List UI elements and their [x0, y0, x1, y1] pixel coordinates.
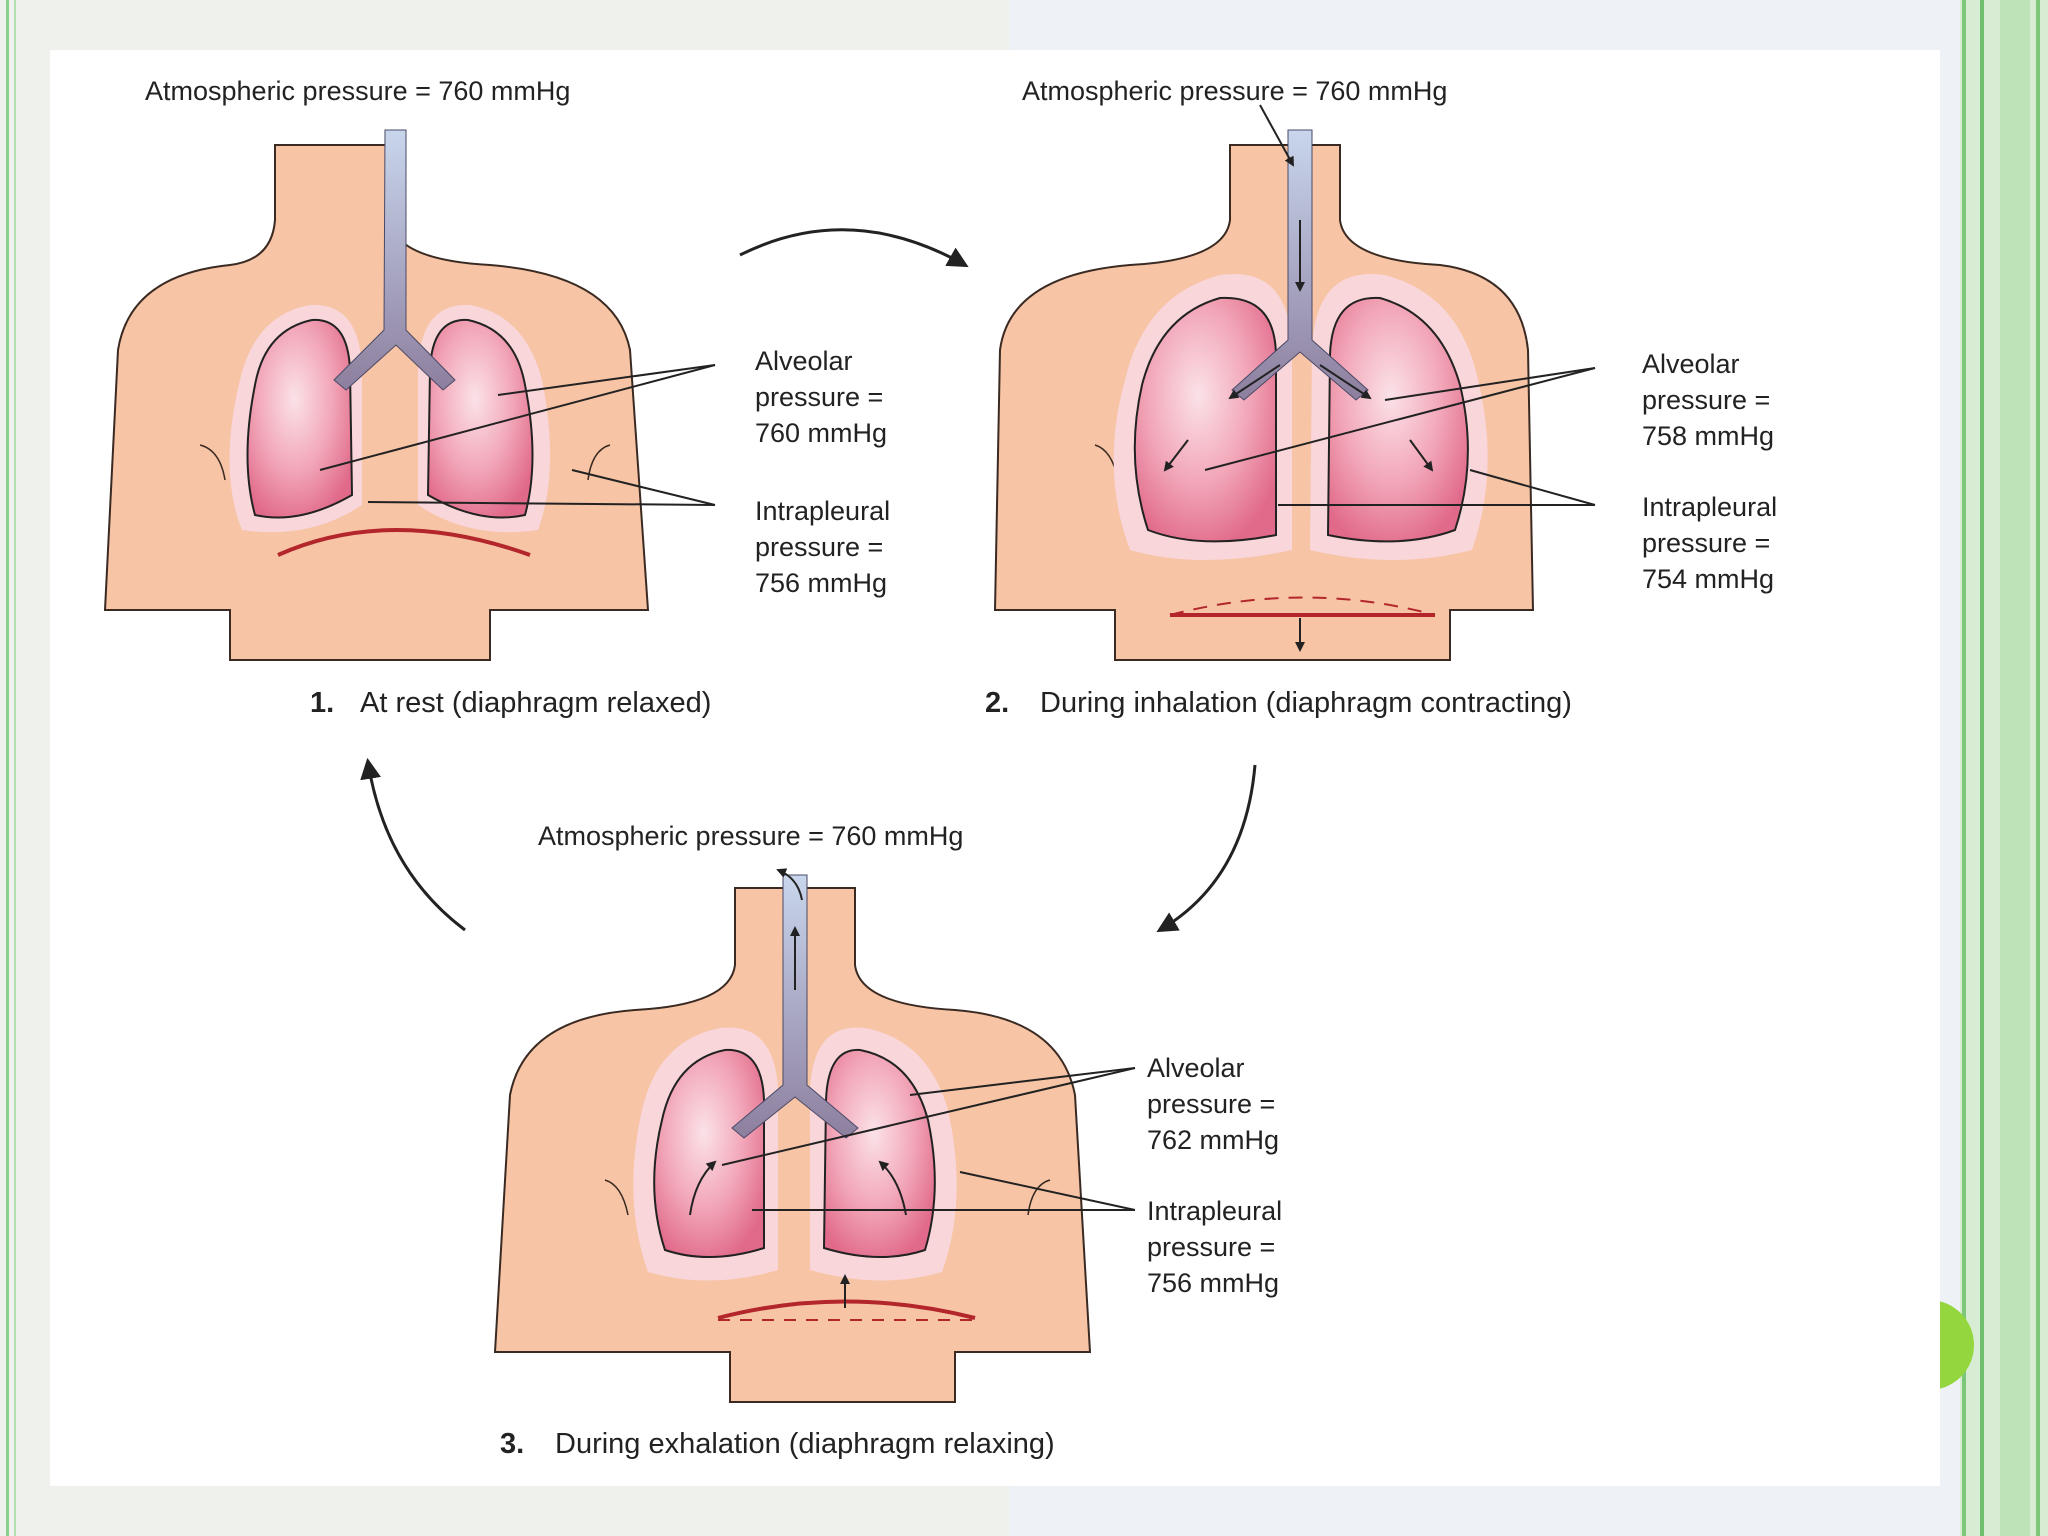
caption-number-3: 3. — [500, 1428, 524, 1460]
alveolar-label-2b: pressure = — [1642, 385, 1770, 415]
lung-left-3 — [653, 1048, 765, 1259]
intrapleural-label-3c: 756 mmHg — [1147, 1268, 1279, 1298]
breathing-diagram: Atmospheric pressure = 760 mmHg Alveolar… — [103, 76, 1777, 1460]
caption-number-1: 1. — [310, 687, 334, 719]
alveolar-label-2c: 758 mmHg — [1642, 421, 1774, 451]
alveolar-label-3c: 762 mmHg — [1147, 1125, 1279, 1155]
intrapleural-label-3a: Intrapleural — [1147, 1196, 1282, 1226]
cycle-arrow-2-to-3 — [1156, 764, 1257, 933]
caption-1: At rest (diaphragm relaxed) — [360, 687, 711, 719]
diaphragm-2-prev — [1169, 596, 1436, 616]
atmospheric-label-2: Atmospheric pressure = 760 mmHg — [1022, 76, 1447, 106]
trachea-3 — [731, 874, 859, 1139]
alveolar-label-3a: Alveolar — [1147, 1053, 1245, 1083]
intrapleural-label-2a: Intrapleural — [1642, 492, 1777, 522]
caption-number-2: 2. — [985, 687, 1009, 719]
slide-border-right — [1960, 0, 2048, 1536]
intrapleural-label-3b: pressure = — [1147, 1232, 1275, 1262]
intrapleural-label-2b: pressure = — [1642, 528, 1770, 558]
alveolar-label-2a: Alveolar — [1642, 349, 1740, 379]
slide-border-left — [6, 0, 9, 1536]
cycle-arrow-1-to-2 — [739, 228, 969, 268]
torso-1 — [103, 144, 650, 661]
lung-right-3 — [822, 1048, 936, 1259]
trachea-1 — [333, 129, 456, 391]
caption-2: During inhalation (diaphragm contracting… — [1040, 687, 1572, 719]
intrapleural-label-2c: 754 mmHg — [1642, 564, 1774, 594]
intrapleural-label-1b: pressure = — [755, 532, 883, 562]
caption-3: During exhalation (diaphragm relaxing) — [555, 1428, 1055, 1460]
torso-3 — [493, 887, 1092, 1403]
diagram-panel: Atmospheric pressure = 760 mmHg Alveolar… — [50, 50, 1940, 1486]
atmospheric-label-1: Atmospheric pressure = 760 mmHg — [145, 76, 570, 106]
lung-left-2 — [1133, 296, 1277, 543]
slide-border-left-inner — [14, 0, 16, 1536]
alveolar-label-3b: pressure = — [1147, 1089, 1275, 1119]
alveolar-label-1c: 760 mmHg — [755, 418, 887, 448]
atmospheric-label-3: Atmospheric pressure = 760 mmHg — [538, 821, 963, 851]
alveolar-label-1b: pressure = — [755, 382, 883, 412]
panel-inhalation: Atmospheric pressure = 760 mmHg Alveolar… — [985, 76, 1777, 719]
panel-at-rest: Atmospheric pressure = 760 mmHg Alveolar… — [103, 76, 890, 719]
lung-right-1 — [426, 318, 534, 519]
diaphragm-1 — [277, 528, 531, 557]
panel-exhalation: Atmospheric pressure = 760 mmHg Alveolar… — [493, 821, 1282, 1460]
intrapleural-label-1a: Intrapleural — [755, 496, 890, 526]
cycle-arrow-3-to-1 — [360, 757, 466, 932]
alveolar-label-1a: Alveolar — [755, 346, 853, 376]
intrapleural-label-1c: 756 mmHg — [755, 568, 887, 598]
